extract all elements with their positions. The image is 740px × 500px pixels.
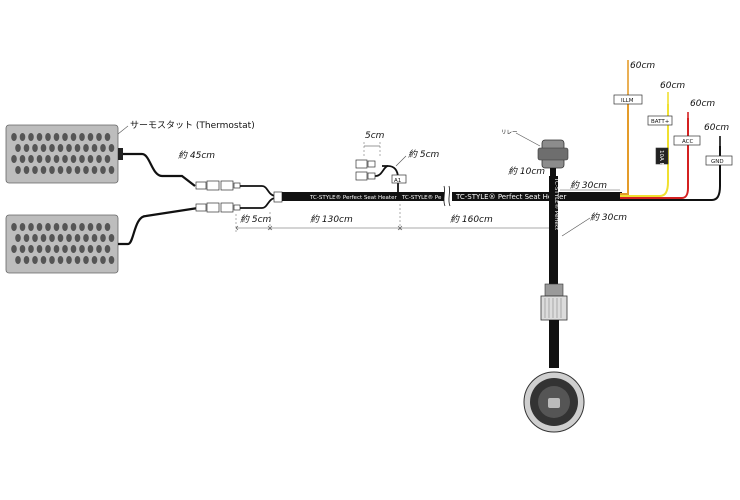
thermostat-label: サーモスタット (Thermostat): [130, 120, 255, 131]
a1-label: A1: [394, 178, 401, 184]
svg-text:10A FUSE: 10A FUSE: [658, 150, 664, 177]
tag-batt: BATT+: [647, 115, 673, 126]
length-10cm: 約 10cm: [508, 166, 545, 177]
svg-text:ACC: ACC: [682, 139, 694, 145]
svg-text:ILLM: ILLM: [621, 98, 634, 104]
heater-pad-top: [5, 124, 119, 184]
harness-print-mid-b: TC-STYLE® Perfect Seat Heater: [455, 193, 566, 201]
svg-text:BATT+: BATT+: [651, 119, 670, 125]
heater-pad-pattern: [11, 223, 115, 264]
power-wires: [620, 98, 721, 201]
main-harness: [282, 185, 622, 207]
harness-print-mid-a: TC-STYLE® Pe: [401, 194, 442, 201]
length-60cm-acc: 60cm: [690, 99, 715, 109]
length-130cm: 約 130cm: [310, 214, 353, 225]
length-30cm-down: 約 30cm: [590, 212, 627, 223]
pad-cables: [118, 152, 199, 246]
split-wires: [240, 185, 277, 209]
length-30cm-right: 約 30cm: [570, 180, 607, 191]
dimension-guides: [235, 204, 553, 232]
switch-dial: [523, 371, 585, 433]
length-5cm-bottom: 約 5cm: [240, 214, 272, 225]
junction-box: [273, 191, 283, 203]
svg-text:GND: GND: [711, 159, 724, 165]
length-60cm-batt: 60cm: [660, 81, 685, 91]
heater-pad-pattern: [11, 133, 115, 174]
relay-label: リレー: [501, 130, 518, 136]
length-60cm-gnd: 60cm: [704, 123, 729, 133]
switch-connector: [540, 283, 568, 368]
length-160cm: 約 160cm: [450, 214, 493, 225]
length-45cm: 約 45cm: [178, 150, 215, 161]
length-60cm-illm: 60cm: [630, 61, 655, 71]
thermostat-box: [118, 148, 123, 160]
tag-illm: ILLM: [613, 94, 643, 105]
harness-print-left: TC-STYLE® Perfect Seat Heater: [309, 194, 397, 201]
a1-connector: [391, 174, 407, 184]
connector-pair-right: [220, 180, 241, 213]
length-5cm-upper: 約 5cm: [408, 149, 440, 160]
upper-connectors: [355, 159, 376, 181]
length-5cm-top: 5cm: [365, 131, 385, 141]
thermostat-leader: [117, 125, 129, 135]
harness-print-vertical: TC-STYLE® Perfect: [553, 177, 560, 231]
relay: [537, 139, 569, 178]
fuse: 10A FUSE: [655, 147, 669, 177]
connector-pair-left: [195, 180, 220, 213]
tag-gnd: GND: [705, 155, 733, 166]
switch-harness: [549, 176, 558, 286]
heater-pad-bottom: [5, 214, 119, 274]
tag-acc: ACC: [673, 135, 701, 146]
